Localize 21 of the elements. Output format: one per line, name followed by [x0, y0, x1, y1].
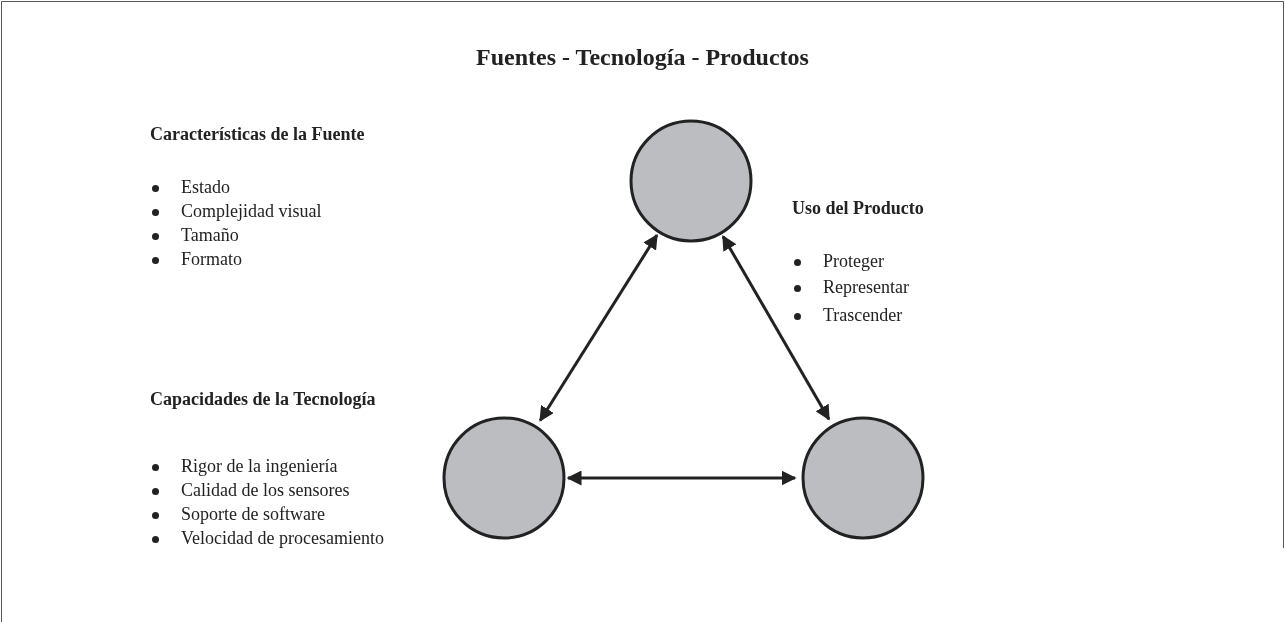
list-item: Representar: [823, 277, 909, 298]
double-arrow: [538, 233, 659, 422]
list-item: Formato: [181, 249, 242, 270]
list-item: Trascender: [823, 305, 903, 326]
section-heading: Uso del Producto: [792, 198, 924, 219]
double-arrow: [566, 470, 797, 486]
circle: [801, 416, 925, 540]
list-item: Tamaño: [181, 225, 239, 246]
list-item: Velocidad de procesamiento: [181, 528, 384, 549]
section-heading: Capacidades de la Tecnología: [150, 389, 376, 410]
list-item: Complejidad visual: [181, 201, 322, 222]
list-item: Soporte de software: [181, 504, 325, 525]
diagram-title: Fuentes - Tecnología - Productos: [475, 44, 810, 71]
list-item: Calidad de los sensores: [181, 480, 350, 501]
list-item: Estado: [181, 177, 230, 198]
list-item: Proteger: [823, 251, 884, 272]
section-heading: Características de la Fuente: [150, 124, 365, 145]
list-item: Rigor de la ingeniería: [181, 456, 338, 477]
circle: [442, 416, 566, 540]
double-arrow: [721, 235, 831, 421]
circle: [629, 119, 753, 243]
